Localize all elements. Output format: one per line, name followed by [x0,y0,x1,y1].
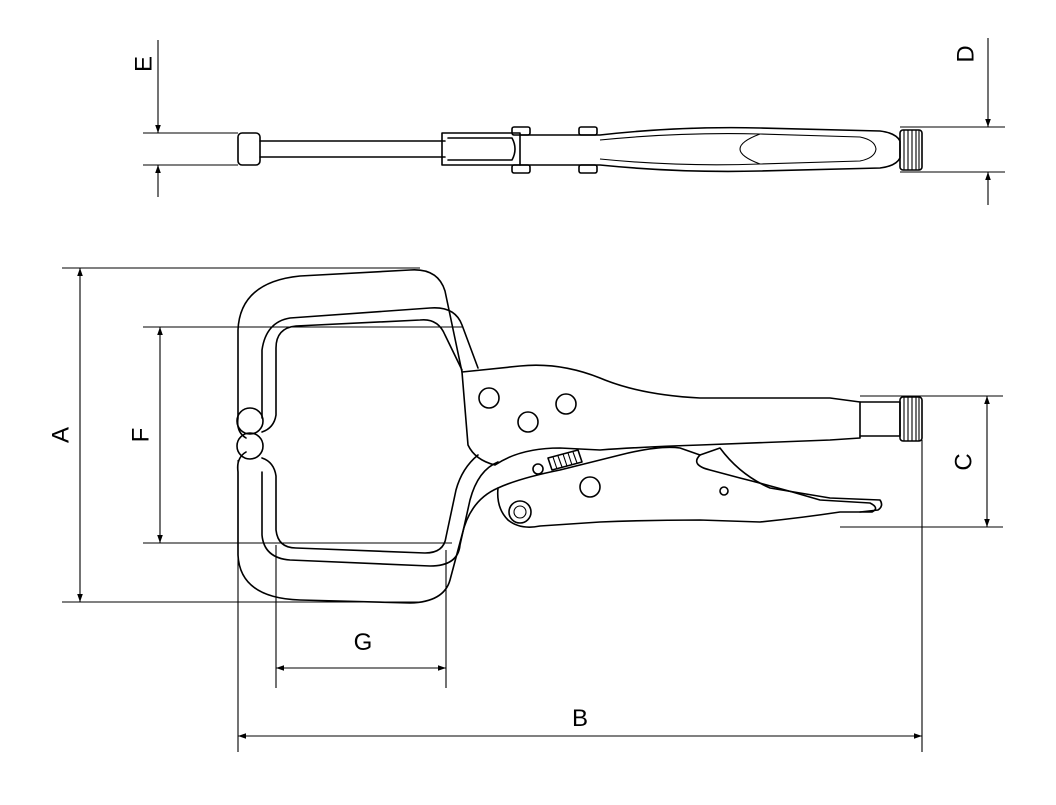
swivel-pad [236,432,264,460]
dimension-d: D [953,38,991,205]
dimension-f: F [128,327,163,543]
lower-handle [496,446,877,528]
upper-handle-neck [859,401,901,437]
top-view-rivet [578,126,598,136]
rivet [517,411,539,433]
dimension-a: A [48,268,83,602]
top-view-handle-inner [599,133,877,166]
rivet [555,393,577,415]
top-view-screw-tip [237,132,261,166]
spring [532,449,583,475]
top-view-screw-rod [259,140,446,158]
c-frame-cavity [261,318,479,554]
top-view-knob [899,129,923,171]
c-frame-inner [261,307,499,567]
top-view: E D [131,38,1005,205]
top-view-rivet [511,164,531,174]
lower-pivot [508,500,532,524]
dimension-label-c: C [951,453,978,470]
dimension-g: G [276,629,446,671]
upper-handle [461,364,861,466]
lower-jaw [699,447,883,513]
dimension-label-e: E [131,56,158,72]
swivel-pad [236,407,264,435]
top-view-jaw-block [441,132,521,166]
side-view: A F C G B [48,267,1003,752]
small-pin [719,486,729,496]
dimension-c: C [951,396,990,527]
dimension-label-a: A [48,427,75,443]
dimension-label-d: D [953,45,980,62]
dimension-label-g: G [354,629,373,656]
dimension-label-f: F [128,428,155,443]
dimension-label-b: B [572,705,588,732]
rivet [478,387,500,409]
side-view-knob [899,396,923,442]
top-view-rivet [578,164,598,174]
dimension-b: B [238,705,922,739]
lower-rivet [579,476,601,498]
dimension-e: E [131,40,161,197]
